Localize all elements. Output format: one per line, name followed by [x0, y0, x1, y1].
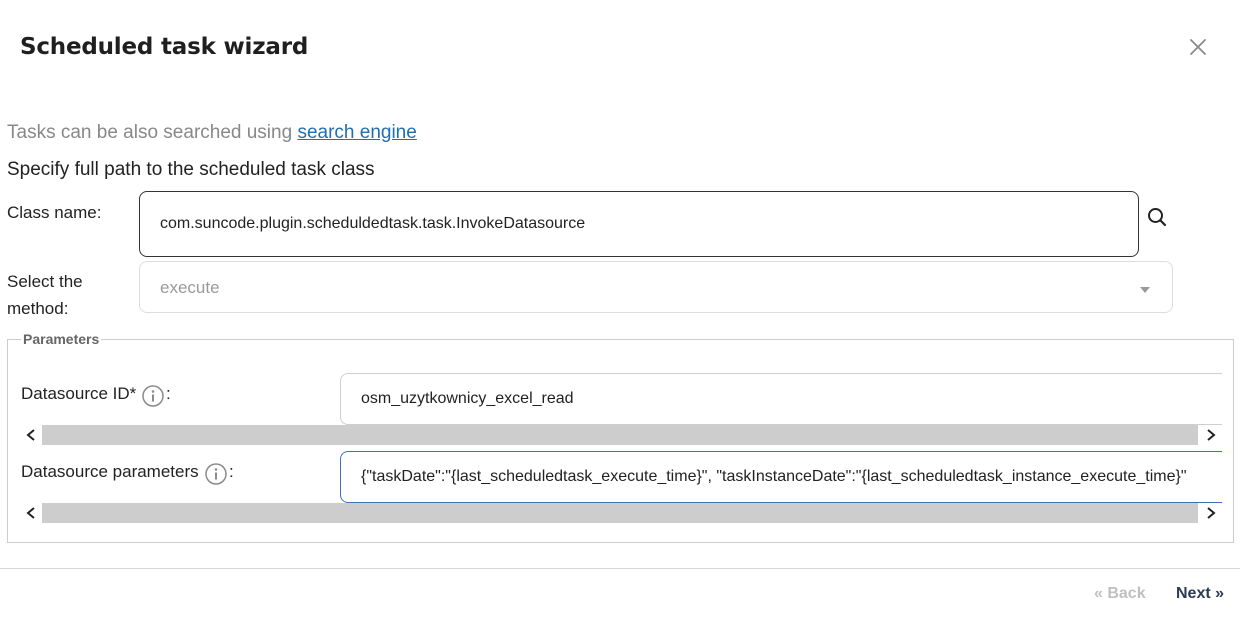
search-hint: Tasks can be also searched using search … — [7, 122, 417, 144]
info-icon[interactable] — [142, 385, 164, 407]
search-icon — [1146, 206, 1168, 228]
datasource-parameters-input[interactable]: {"taskDate":"{last_scheduledtask_execute… — [340, 451, 1222, 503]
scroll-right-arrow[interactable] — [1200, 503, 1222, 523]
footer-divider — [0, 568, 1240, 569]
datasource-id-value: osm_uzytkownicy_excel_read — [361, 390, 574, 407]
class-name-input[interactable] — [139, 191, 1139, 257]
specify-instruction: Specify full path to the scheduled task … — [7, 159, 375, 180]
scroll-left-arrow[interactable] — [20, 503, 42, 523]
next-button[interactable]: Next » — [1176, 585, 1225, 602]
scroll-right-arrow[interactable] — [1200, 425, 1222, 445]
datasource-parameters-label: Datasource parameters — [21, 462, 199, 481]
search-hint-text: Tasks can be also searched using — [7, 122, 298, 143]
datasource-id-scrollbar[interactable] — [20, 425, 1222, 445]
datasource-id-colon: : — [166, 384, 171, 403]
scrollbar-track[interactable] — [42, 503, 1198, 523]
caret-down-icon — [1139, 282, 1151, 293]
method-label-line1: Select the — [7, 272, 83, 291]
scroll-left-arrow[interactable] — [20, 425, 42, 445]
datasource-parameters-value: {"taskDate":"{last_scheduledtask_execute… — [361, 468, 1187, 485]
parameters-fieldset — [7, 339, 1234, 543]
info-icon[interactable] — [205, 463, 227, 485]
method-select[interactable]: execute — [139, 261, 1173, 313]
parameters-legend: Parameters — [21, 331, 102, 347]
scrollbar-track[interactable] — [42, 425, 1198, 445]
close-button[interactable] — [1185, 34, 1211, 60]
datasource-parameters-scrollbar[interactable] — [20, 503, 1222, 523]
datasource-id-label: Datasource ID* — [21, 384, 137, 403]
method-label-line2: method: — [7, 299, 69, 318]
class-name-label: Class name: — [7, 203, 102, 222]
datasource-parameters-colon: : — [229, 462, 234, 481]
method-select-value: execute — [160, 278, 220, 297]
datasource-id-input[interactable]: osm_uzytkownicy_excel_read — [340, 373, 1222, 425]
class-search-button[interactable] — [1146, 206, 1168, 228]
back-button[interactable]: « Back — [1094, 585, 1146, 602]
close-icon — [1185, 34, 1211, 60]
search-engine-link[interactable]: search engine — [297, 122, 417, 143]
dialog-title: Scheduled task wizard — [20, 34, 309, 60]
